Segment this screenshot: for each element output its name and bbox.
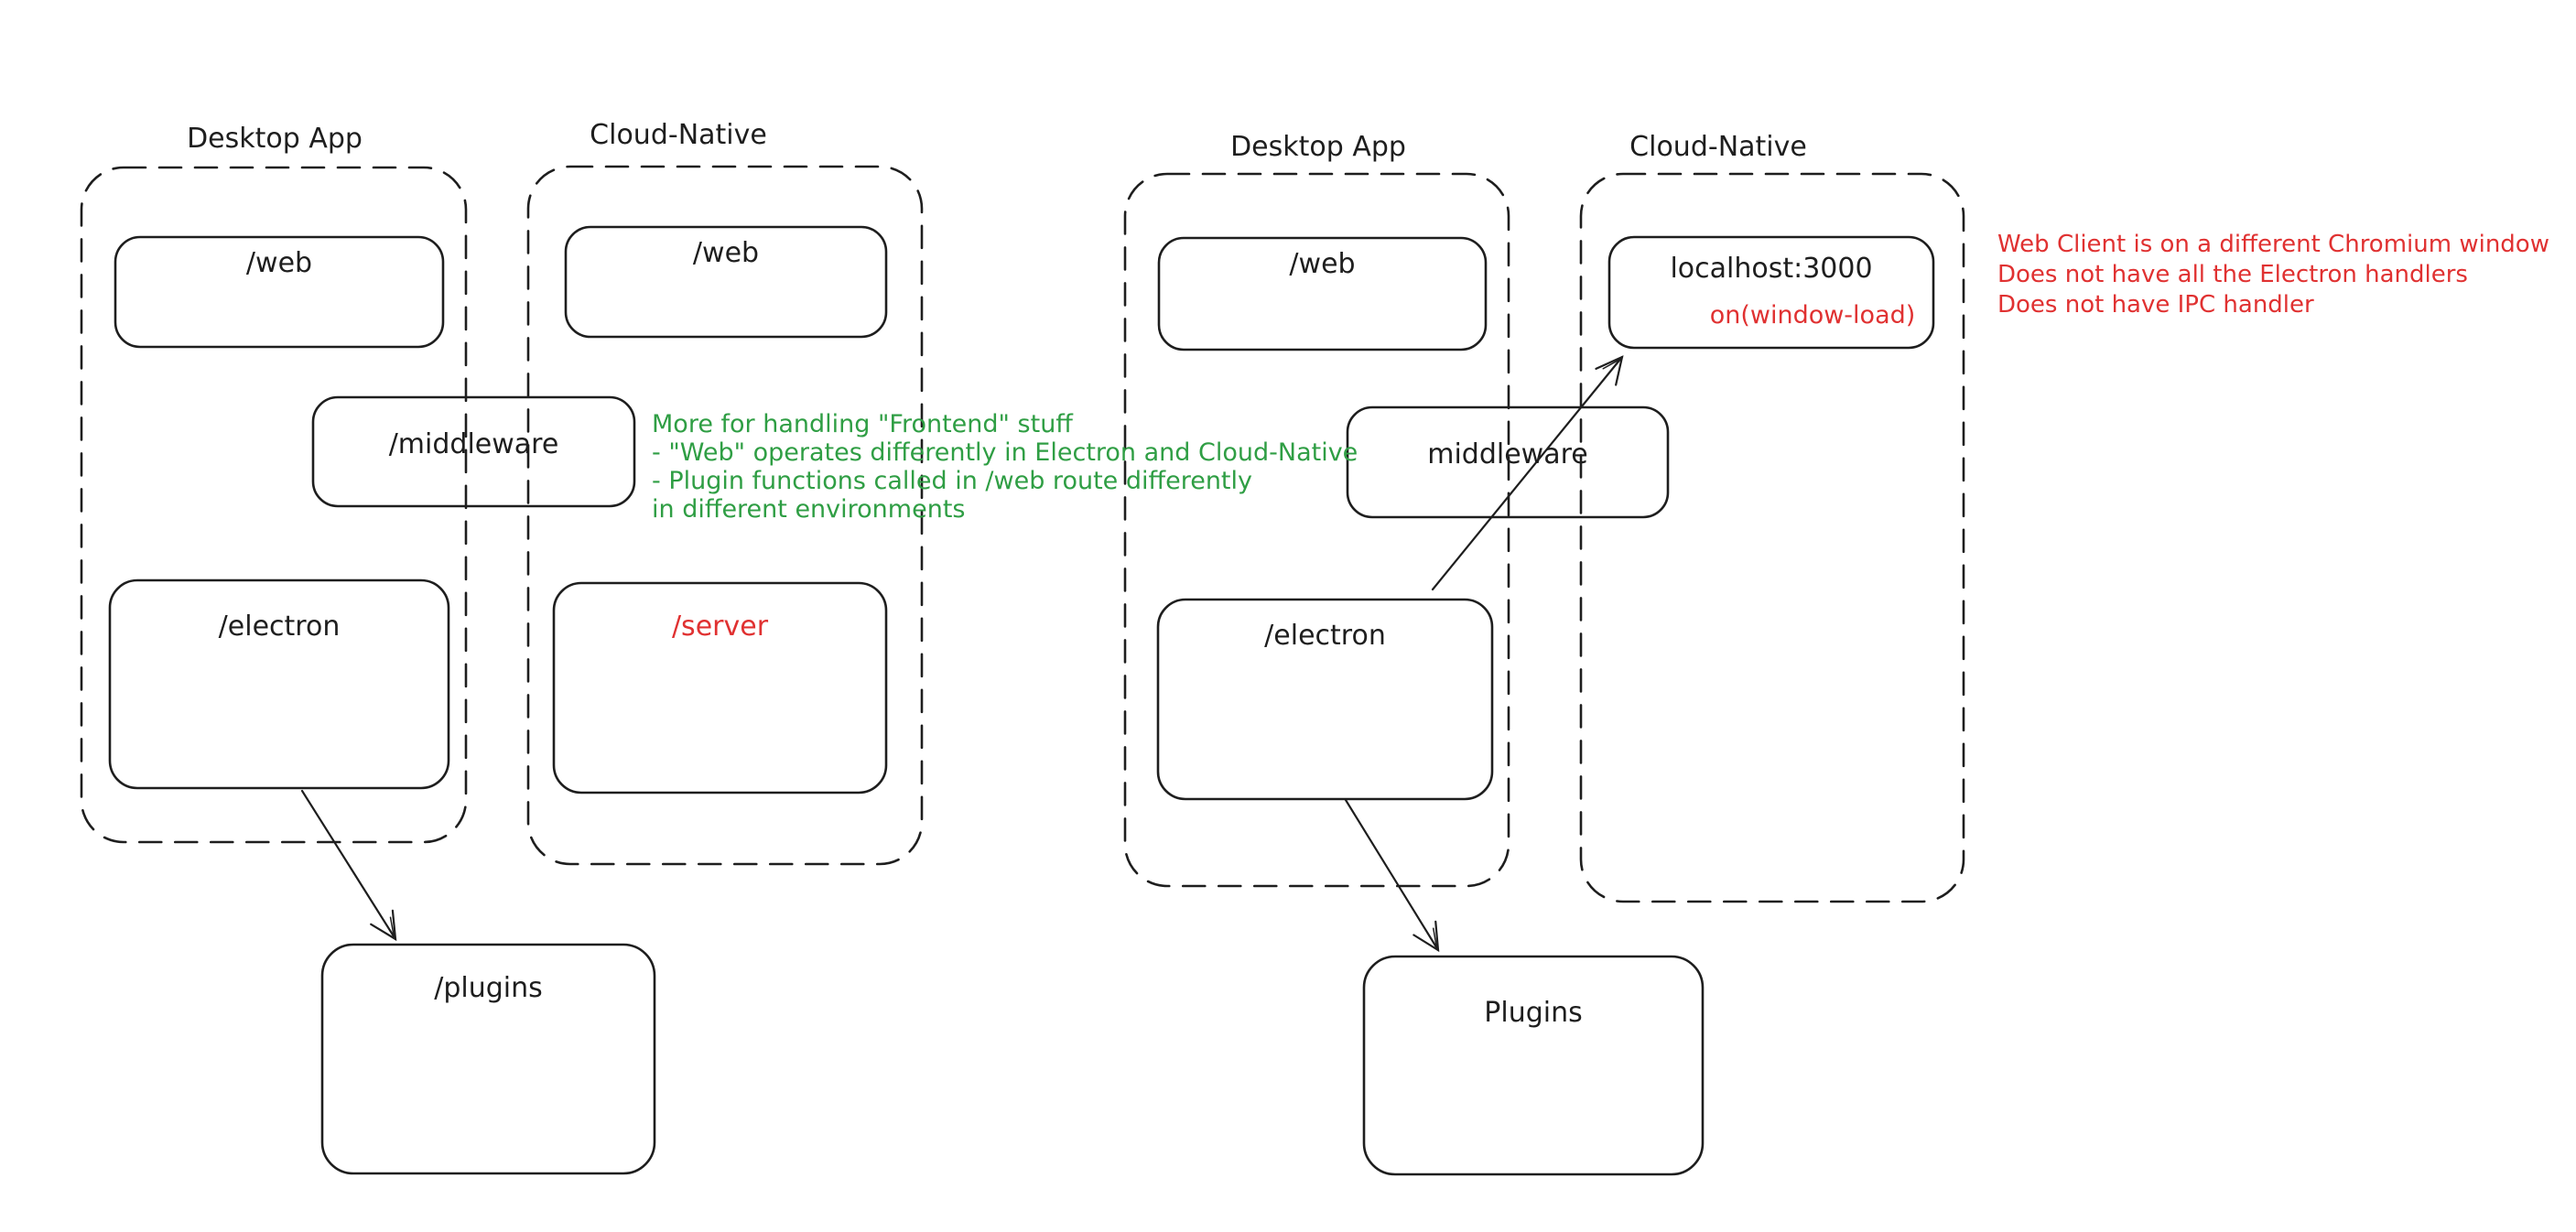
annotation-line: - "Web" operates differently in Electron…: [652, 438, 1358, 467]
arrow-electron-to-plugins-right: [1344, 798, 1440, 953]
annotation-line: More for handling "Frontend" stuff: [652, 410, 1073, 438]
annotation-line: Does not have all the Electron handlers: [1997, 261, 2468, 288]
node-label-web-cloud-left: /web: [692, 237, 760, 269]
node-web-cloud-left: [564, 225, 888, 339]
container-title-cloud-native-right: Cloud-Native: [1629, 131, 1807, 163]
container-title-desktop-app-right: Desktop App: [1230, 131, 1406, 163]
node-label-server-left: /server: [671, 611, 769, 643]
node-plugins-left: [320, 943, 656, 1175]
annotation-web-client-note: Web Client is on a different Chromium wi…: [1997, 231, 2549, 321]
node-electron-left: [108, 578, 450, 790]
node-middleware-right: [1346, 405, 1670, 519]
node-plugins-right: [1362, 955, 1705, 1176]
container-desktop-app-right: [1123, 172, 1510, 888]
node-label-localhost-3000: localhost:3000: [1670, 253, 1873, 285]
annotation-line: Does not have IPC handler: [1997, 291, 2314, 319]
node-label-middleware-left: /middleware: [388, 428, 559, 460]
annotation-line: Web Client is on a different Chromium wi…: [1997, 231, 2549, 258]
arrow-electron-to-localhost-right: [1431, 355, 1624, 591]
node-middleware-left: [311, 395, 636, 508]
node-label-web-desktop-right: /web: [1289, 248, 1356, 280]
node-sublabel-on-window-load: on(window-load): [1709, 301, 1916, 330]
container-desktop-app-left: [80, 166, 468, 844]
container-cloud-native-left: [526, 165, 924, 866]
container-cloud-native-right: [1579, 172, 1965, 903]
node-web-desktop-right: [1157, 236, 1488, 351]
node-server-left: [552, 581, 888, 794]
node-electron-right: [1156, 598, 1494, 801]
node-web-desktop-left: [114, 235, 445, 349]
arrow-electron-to-plugins-left: [300, 789, 397, 942]
node-label-plugins-right: Plugins: [1484, 997, 1583, 1029]
node-label-middleware-right: middleware: [1427, 438, 1588, 470]
node-localhost-3000: [1607, 235, 1935, 350]
container-title-desktop-app-left: Desktop App: [187, 123, 363, 155]
node-label-electron-right: /electron: [1264, 620, 1386, 652]
container-title-cloud-native-left: Cloud-Native: [590, 119, 767, 151]
node-label-electron-left: /electron: [218, 611, 341, 643]
node-label-web-desktop-left: /web: [245, 247, 313, 279]
node-label-plugins-left: /plugins: [434, 972, 543, 1004]
annotation-middleware-note: More for handling "Frontend" stuff - "We…: [652, 410, 1358, 524]
annotation-line: - Plugin functions called in /web route …: [652, 467, 1253, 495]
annotation-line: in different environments: [652, 495, 966, 524]
